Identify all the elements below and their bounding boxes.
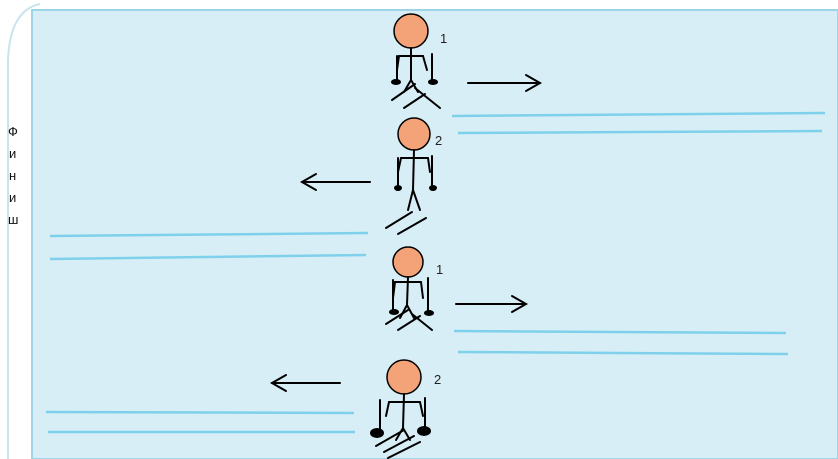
ski-track — [45, 410, 355, 415]
skier-head — [386, 359, 422, 395]
ski-tracks — [45, 111, 826, 434]
skier-figure: 1 — [385, 246, 443, 331]
ski-track — [49, 253, 367, 261]
ski-track — [457, 129, 823, 135]
skier-number: 1 — [440, 31, 447, 46]
arrow-right-icon — [467, 74, 543, 92]
ski-track — [453, 329, 787, 335]
skier-number: 2 — [434, 372, 441, 387]
ski-track — [457, 350, 789, 356]
ski-track — [451, 111, 826, 118]
finish-letter: и — [9, 146, 16, 161]
ski-track — [49, 231, 369, 238]
skier-head — [392, 246, 424, 278]
skier-head — [393, 13, 429, 49]
direction-arrows — [269, 74, 543, 392]
finish-letter: Ф — [8, 124, 18, 139]
skier-head — [397, 117, 431, 151]
arrow-left-icon — [299, 173, 371, 191]
skier-number: 2 — [435, 133, 442, 148]
finish-letter: и — [9, 190, 16, 205]
arrow-right-icon — [455, 295, 529, 313]
finish-letter: н — [9, 168, 16, 183]
field-outer-arc — [7, 3, 41, 459]
finish-label: Ф и н и ш — [8, 124, 18, 227]
arrow-left-icon — [269, 374, 341, 392]
skier-figure: 1 — [391, 13, 447, 109]
skier-figure: 2 — [385, 117, 442, 235]
skier-figure: 2 — [370, 359, 441, 459]
skier-number: 1 — [436, 262, 443, 277]
finish-letter: ш — [8, 212, 18, 227]
